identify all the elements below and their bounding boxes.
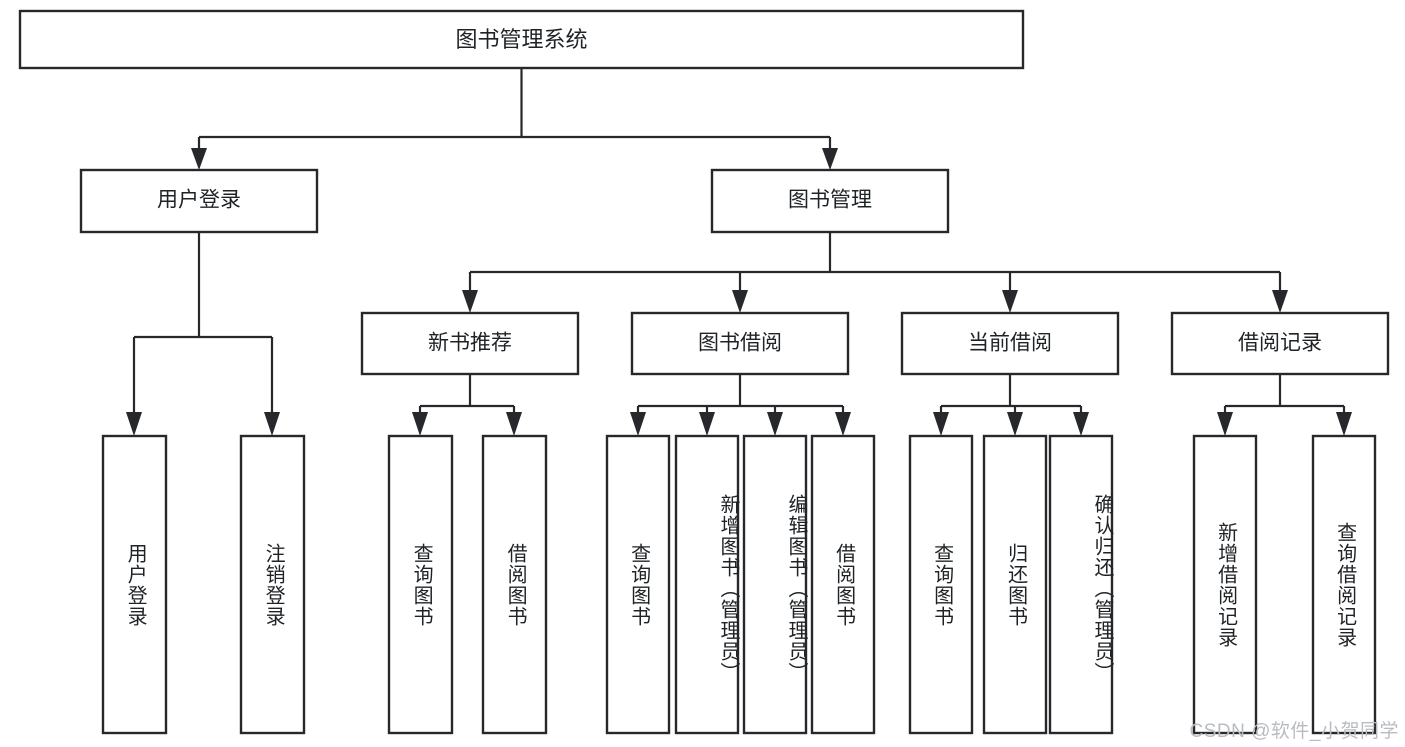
node-leaf-user-login-box[interactable] (101, 434, 168, 735)
node-leaf-query-record-box[interactable] (1311, 434, 1377, 735)
arrow-head-borrow-record (1272, 290, 1288, 313)
node-user-login-box[interactable] (79, 168, 319, 234)
arrow-head-leaf-query-record (1336, 412, 1352, 436)
node-book-manage-label: 图书管理 (788, 189, 872, 212)
node-root[interactable]: 图书管理系统 (18, 9, 1025, 70)
node-leaf-borrow-book-1-box[interactable] (481, 434, 548, 735)
arrow-head-leaf-return-book (1007, 412, 1023, 436)
node-borrow-record[interactable]: 借阅记录 (1170, 311, 1390, 376)
arrow-head-leaf-edit-book (767, 412, 783, 436)
node-user-login-label: 用户登录 (157, 189, 241, 212)
node-leaf-edit-book-box[interactable] (742, 434, 808, 735)
node-leaf-add-book-box[interactable] (674, 434, 740, 735)
node-new-book-rec[interactable]: 新书推荐 (360, 311, 580, 376)
arrow-head-leaf-confirm-return (1073, 412, 1089, 436)
node-current-borrow-box[interactable] (900, 311, 1120, 376)
node-root-box[interactable] (18, 9, 1025, 70)
node-root-label: 图书管理系统 (455, 27, 587, 52)
node-book-manage[interactable]: 图书管理 (710, 168, 950, 234)
node-leaf-logout-box[interactable] (239, 434, 306, 735)
arrow-head-leaf-logout (264, 412, 280, 436)
arrow-head-book-manage (822, 148, 838, 170)
node-borrow-record-box[interactable] (1170, 311, 1390, 376)
node-user-login[interactable]: 用户登录 (79, 168, 319, 234)
csdn-watermark: CSDN @软件_小贺同学 (1189, 721, 1399, 742)
node-leaf-borrow-book-2-box[interactable] (810, 434, 876, 735)
node-leaf-query-book-2-box[interactable] (605, 434, 671, 735)
node-book-manage-box[interactable] (710, 168, 950, 234)
arrow-head-new-book-rec (462, 290, 478, 313)
arrow-head-current-borrow (1002, 290, 1018, 313)
arrow-head-leaf-add-record (1217, 412, 1233, 436)
arrow-head-leaf-user-login (126, 412, 142, 436)
arrow-head-book-borrow (732, 290, 748, 313)
arrow-head-leaf-borrow-book-2 (835, 412, 851, 436)
node-book-borrow-box[interactable] (630, 311, 850, 376)
node-layer: 图书管理系统 用户登录 图书管理 新书推荐 图书借阅 当前 (18, 9, 1390, 735)
connector-layer (126, 68, 1352, 436)
node-book-borrow-label: 图书借阅 (698, 332, 782, 355)
arrow-head-leaf-add-book (699, 412, 715, 436)
node-book-borrow[interactable]: 图书借阅 (630, 311, 850, 376)
node-current-borrow-label: 当前借阅 (968, 332, 1052, 355)
node-leaf-query-book-3-box[interactable] (908, 434, 974, 735)
arrow-head-leaf-borrow-book-1 (506, 412, 522, 436)
node-leaf-query-book-1-box[interactable] (387, 434, 454, 735)
node-leaf-add-record-box[interactable] (1192, 434, 1258, 735)
node-new-book-rec-label: 新书推荐 (428, 332, 512, 355)
node-leaf-return-book-box[interactable] (982, 434, 1048, 735)
arrow-head-leaf-query-book-2 (630, 412, 646, 436)
node-leaf-confirm-return-box[interactable] (1048, 434, 1114, 735)
node-current-borrow[interactable]: 当前借阅 (900, 311, 1120, 376)
node-borrow-record-label: 借阅记录 (1238, 332, 1322, 355)
arrow-head-user-login (191, 148, 207, 170)
arrow-head-leaf-query-book-3 (933, 412, 949, 436)
arrow-head-leaf-query-book-1 (412, 412, 428, 436)
node-new-book-rec-box[interactable] (360, 311, 580, 376)
